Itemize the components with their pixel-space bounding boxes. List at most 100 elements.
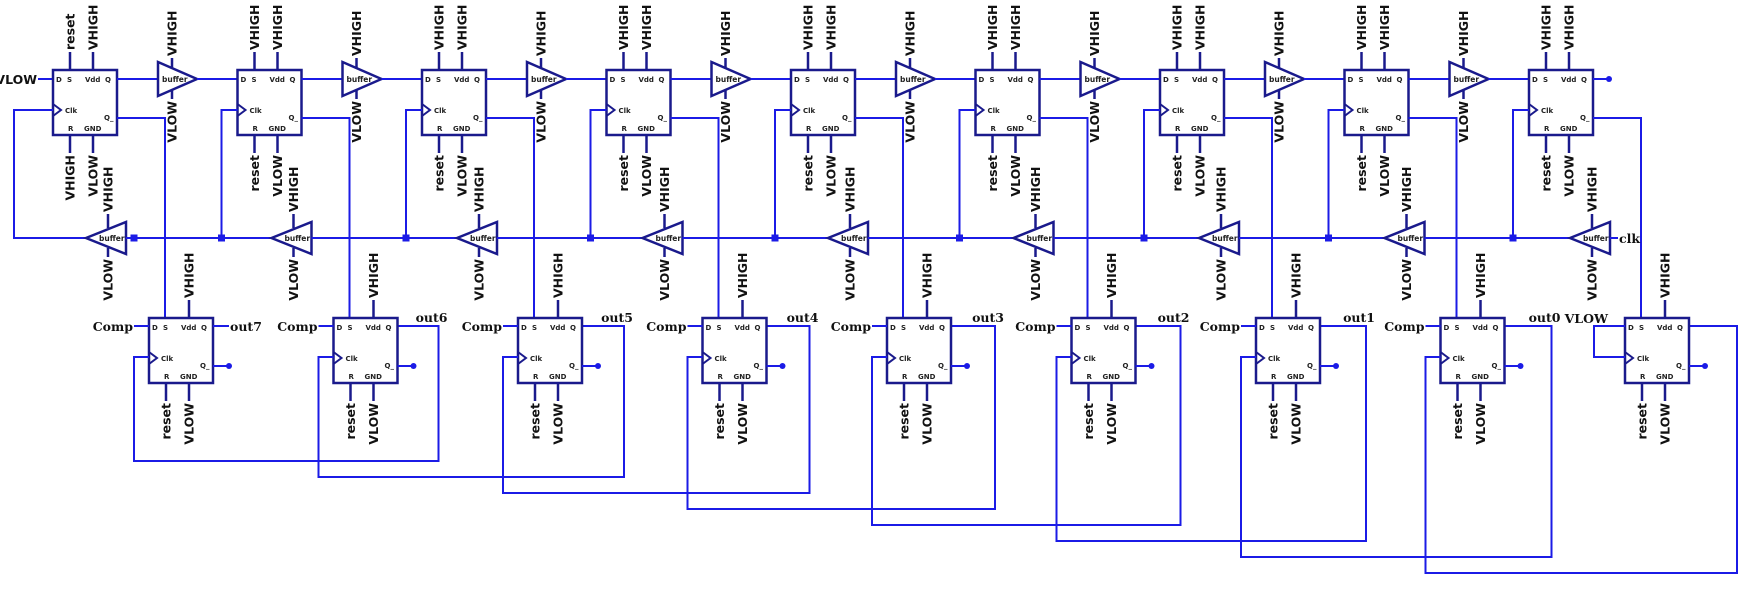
pin-label-r: R	[1640, 373, 1646, 381]
gnd-net-label: VLOW	[1289, 403, 1304, 445]
d-net-label: Comp	[831, 319, 872, 334]
buffer-vneg-label: VLOW	[843, 259, 858, 301]
pin-label-qbar: Q_	[473, 114, 483, 122]
buffer-vneg-label: VLOW	[1087, 101, 1102, 143]
set-net-label: VHIGH	[247, 4, 262, 50]
pin-label-d: D	[794, 76, 800, 84]
buffer-vpos-label: VHIGH	[1585, 166, 1600, 212]
pin-label-q: Q	[1124, 324, 1130, 332]
flip-flop-body	[51, 68, 119, 137]
pin-label-s: S	[252, 76, 257, 84]
flip-flop-body	[1070, 316, 1137, 385]
terminal-dot	[779, 363, 786, 369]
buffer-label: buffer	[1454, 75, 1480, 84]
pin-label-vdd: Vdd	[919, 324, 934, 332]
buffer-vpos-label: VHIGH	[1214, 166, 1229, 212]
qbar-to-bottom-set-wire	[670, 117, 720, 318]
d-net-label: Comp	[277, 319, 318, 334]
buffer-vneg-label: VLOW	[1456, 101, 1471, 143]
vdd-net-label: VHIGH	[735, 252, 750, 298]
buffer-vpos-label: VHIGH	[903, 10, 918, 56]
clock-wire	[1327, 109, 1345, 238]
gnd-net-label: VLOW	[1658, 403, 1673, 445]
buffer-vpos-label: VHIGH	[101, 166, 116, 212]
pin-label-q: Q	[1028, 76, 1034, 84]
pin-label-clk: Clk	[1637, 355, 1650, 363]
flip-flop-body	[1158, 68, 1226, 137]
buffer-vpos-label: VHIGH	[349, 10, 364, 56]
pin-label-r: R	[1360, 125, 1366, 133]
buffer-vneg-label: VLOW	[472, 259, 487, 301]
buffer-label: buffer	[1085, 75, 1111, 84]
qbar-to-bottom-set-wire	[1593, 117, 1642, 318]
gnd-net-label: VLOW	[455, 155, 470, 197]
pin-label-q: Q	[1677, 324, 1683, 332]
buffer-label: buffer	[162, 75, 188, 84]
gnd-net-label: VLOW	[270, 155, 285, 197]
pin-label-s: S	[532, 324, 537, 332]
clock-wire	[958, 109, 976, 238]
reset-net-label: reset	[616, 155, 631, 192]
reset-net-label: reset	[1635, 403, 1650, 440]
pin-label-q: Q	[1212, 76, 1218, 84]
pin-label-q: Q	[843, 76, 849, 84]
gnd-net-label: VLOW	[551, 403, 566, 445]
gnd-net-label: VLOW	[1193, 155, 1208, 197]
clock-input-label: clk	[1619, 231, 1640, 246]
flip-flop-body	[605, 68, 672, 137]
pin-label-s: S	[717, 324, 722, 332]
gnd-net-label: VLOW	[1562, 155, 1577, 197]
pin-label-d: D	[1348, 76, 1354, 84]
flip-flop-body	[789, 68, 857, 137]
reset-net-label: reset	[897, 403, 912, 440]
pin-label-r: R	[68, 125, 74, 133]
flip-flop-body	[420, 68, 488, 137]
buffer-label: buffer	[1583, 234, 1609, 243]
pin-label-clk: Clk	[1541, 107, 1554, 115]
reset-net-label: reset	[985, 155, 1000, 192]
clock-input-triangle-icon	[1255, 351, 1266, 365]
pin-label-clk: Clk	[161, 355, 174, 363]
pin-label-d: D	[1628, 324, 1634, 332]
pin-label-qbar: Q_	[1123, 362, 1133, 370]
buffer-vneg-label: VLOW	[1028, 259, 1043, 301]
buffer-vneg-label: VLOW	[349, 101, 364, 143]
reset-net-label: reset	[1539, 155, 1554, 192]
pin-label-d: D	[1444, 324, 1450, 332]
buffer-label: buffer	[1027, 234, 1053, 243]
pin-label-clk: Clk	[250, 107, 263, 115]
vdd-net-label: VHIGH	[455, 4, 470, 50]
clock-input-triangle-icon	[605, 103, 617, 117]
clock-feedback-wire	[502, 325, 811, 494]
top-input-label: VLOW	[0, 72, 37, 87]
vdd-net-label: VHIGH	[551, 252, 566, 298]
buffer-vpos-label: VHIGH	[165, 10, 180, 56]
clock-input-triangle-icon	[1159, 103, 1170, 117]
reset-net-label: reset	[343, 403, 358, 440]
reset-net-label: reset	[159, 403, 174, 440]
output-net-label: out0	[1529, 310, 1561, 325]
set-net-label: VHIGH	[432, 4, 447, 50]
pin-label-s: S	[901, 324, 906, 332]
pin-label-qbar: Q_	[842, 114, 852, 122]
buffer-vneg-label: VLOW	[1214, 259, 1229, 301]
clock-wire	[589, 109, 607, 238]
buffer-vpos-label: VHIGH	[534, 10, 549, 56]
clock-feedback-wire	[871, 325, 1182, 526]
flip-flop-body	[147, 316, 215, 385]
reset-net-label: reset	[1450, 403, 1465, 440]
pin-label-vdd: Vdd	[1377, 76, 1392, 84]
clock-feedback-wire	[686, 325, 996, 510]
pin-label-gnd: GND	[1191, 125, 1209, 133]
pin-label-d: D	[890, 324, 896, 332]
pin-label-s: S	[990, 76, 995, 84]
pin-label-s: S	[1639, 324, 1644, 332]
pin-label-q: Q	[755, 324, 761, 332]
pin-label-clk: Clk	[434, 107, 447, 115]
pin-label-clk: Clk	[1084, 355, 1097, 363]
set-net-label: VHIGH	[985, 4, 1000, 50]
